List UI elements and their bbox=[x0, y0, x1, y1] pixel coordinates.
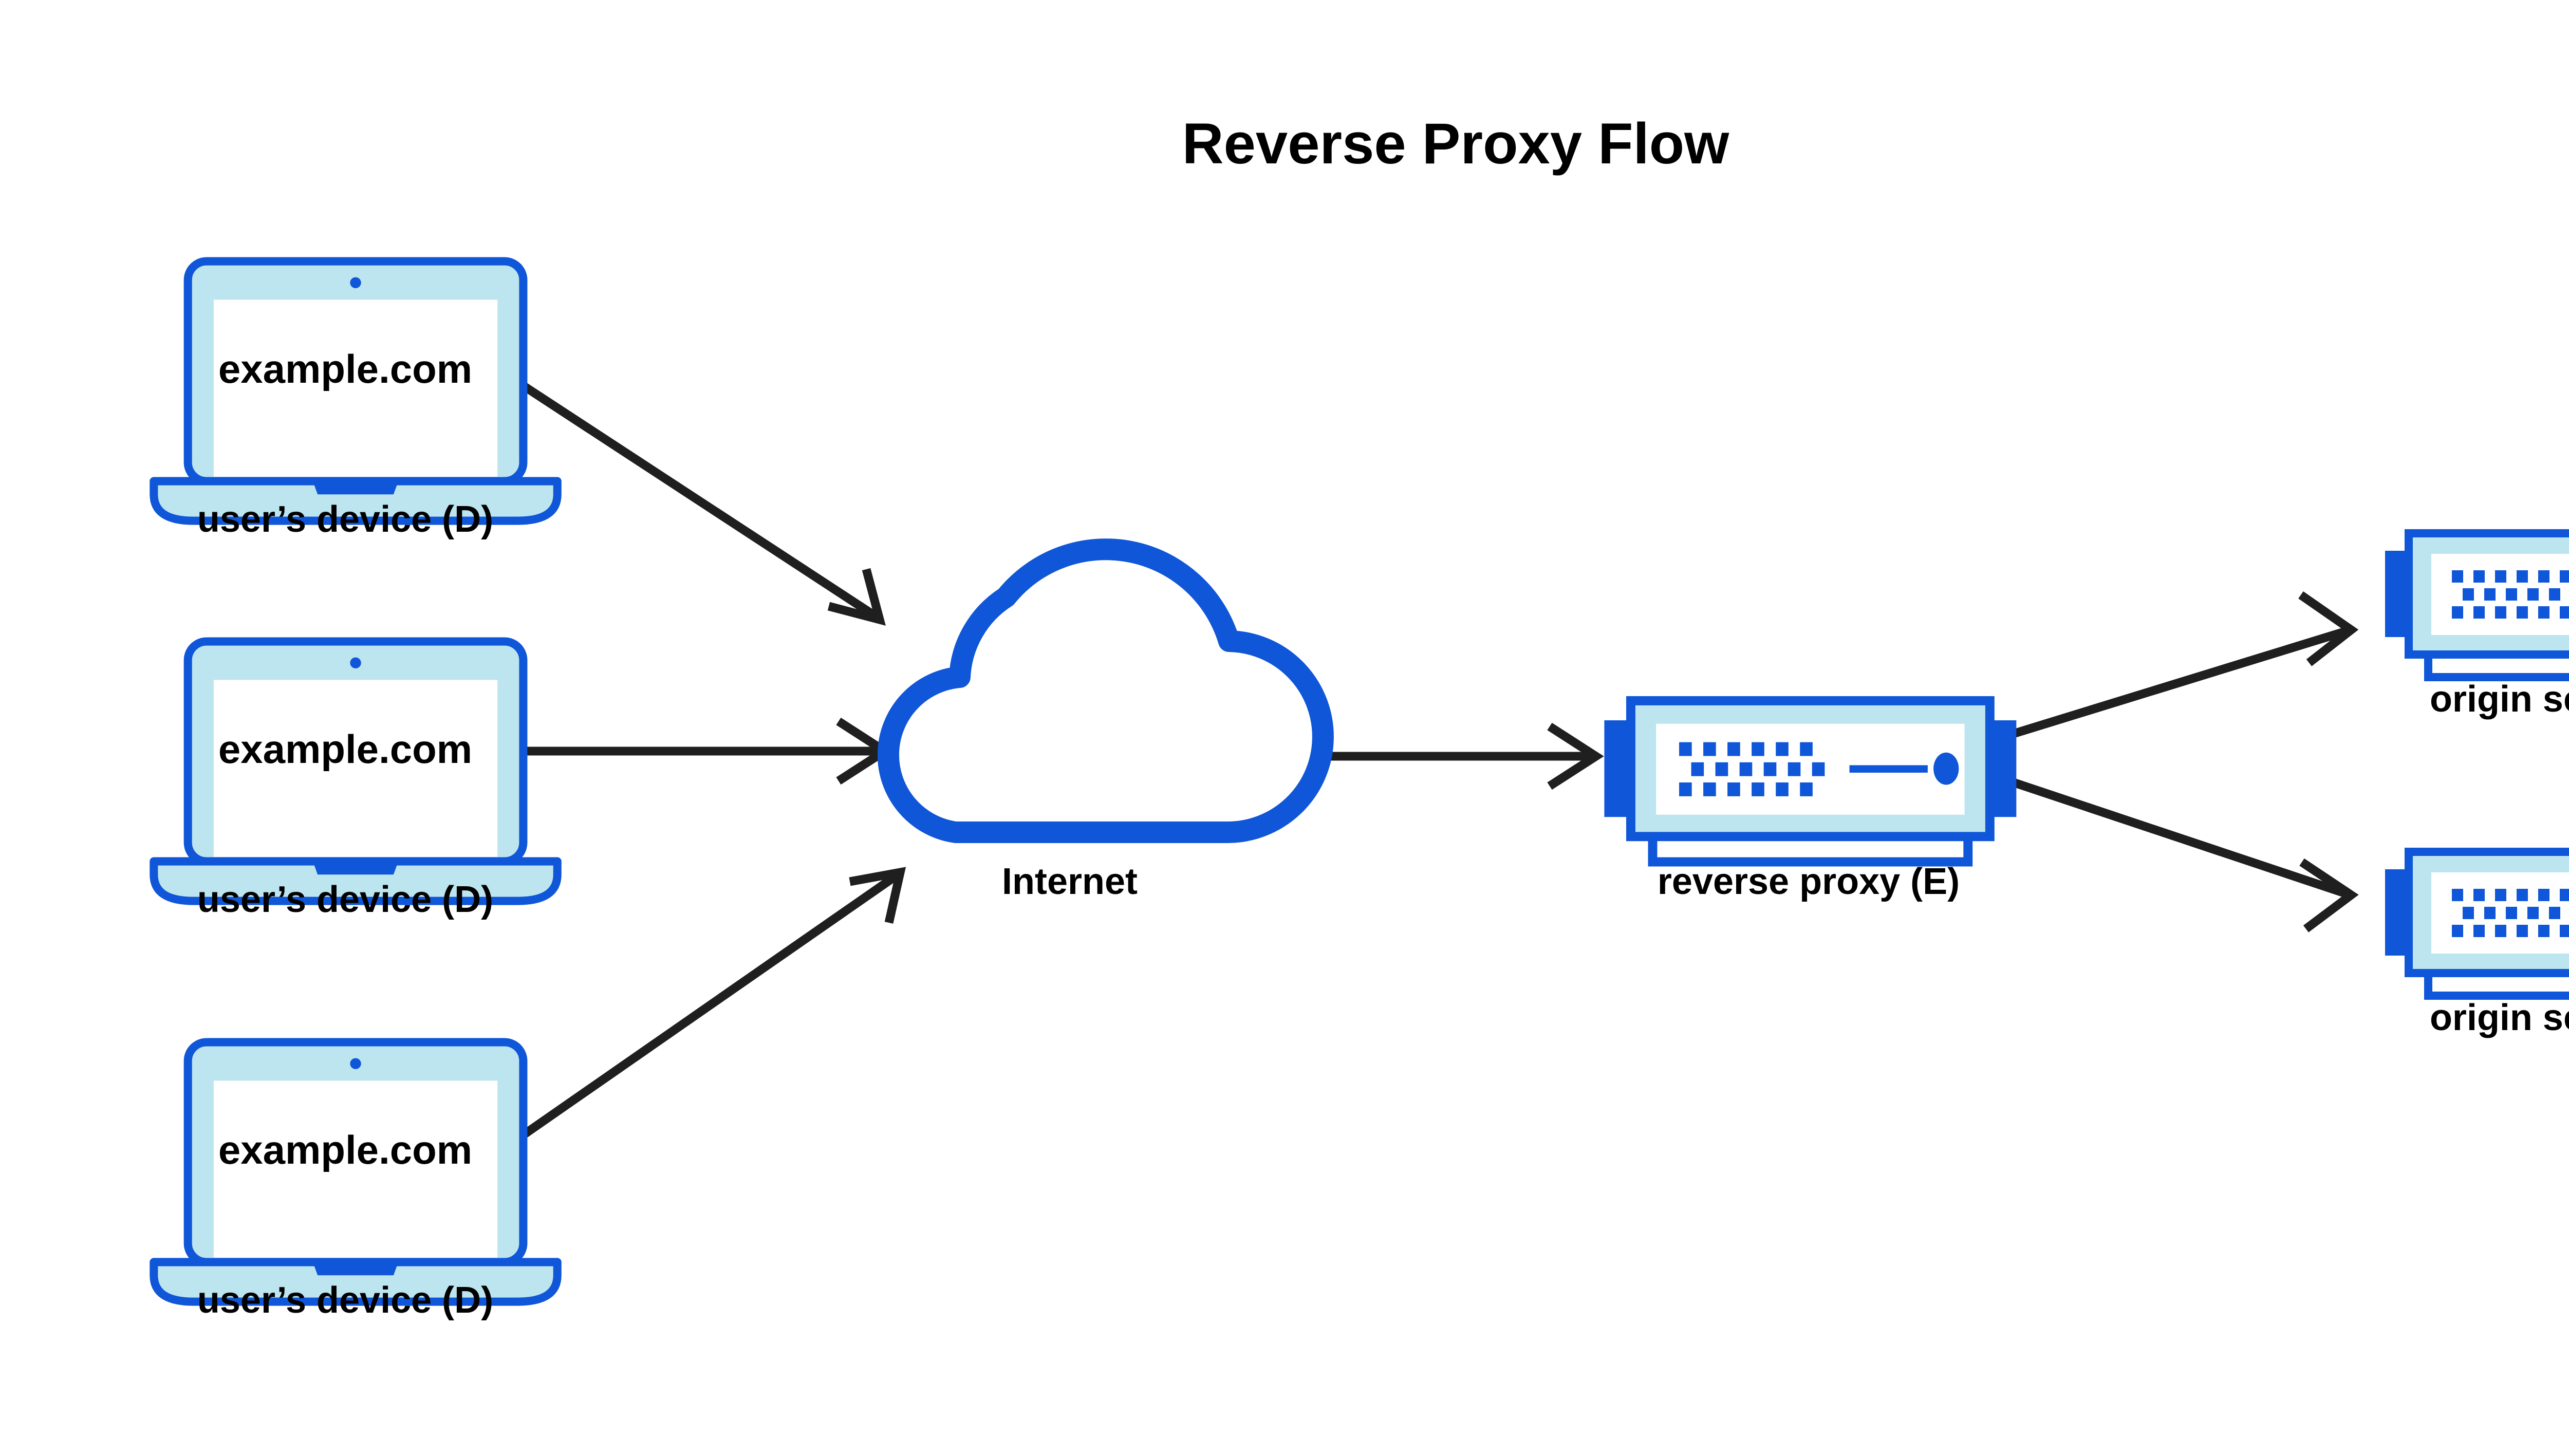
page-title: Reverse Proxy Flow bbox=[1182, 111, 1729, 176]
edge-reverse-proxy-to-origin-top bbox=[1992, 591, 2359, 744]
server-icon bbox=[2385, 852, 2569, 996]
reverse-proxy-label: reverse proxy (E) bbox=[1658, 861, 1960, 902]
node-reverse-proxy[interactable]: reverse proxy (E) bbox=[1604, 701, 2016, 902]
edge-device-top-to-internet bbox=[512, 376, 886, 626]
cloud-icon bbox=[877, 538, 1334, 844]
device-top-label: user’s device (D) bbox=[197, 499, 493, 540]
edge-device-bottom-to-internet bbox=[511, 867, 906, 1145]
device-top-screen-text: example.com bbox=[218, 346, 472, 391]
edge-device-middle-to-internet bbox=[506, 717, 893, 785]
node-device-middle[interactable]: example.com user’s device (D) bbox=[154, 642, 557, 920]
device-middle-screen-text: example.com bbox=[218, 726, 472, 772]
edges-layer bbox=[506, 376, 2359, 1145]
internet-label: Internet bbox=[1002, 861, 1138, 902]
origin-top-label: origin server (F) bbox=[2430, 679, 2569, 720]
server-icon bbox=[1604, 701, 2016, 862]
device-middle-label: user’s device (D) bbox=[197, 879, 493, 920]
device-bottom-screen-text: example.com bbox=[218, 1127, 472, 1172]
node-device-top[interactable]: example.com user’s device (D) bbox=[154, 262, 557, 540]
node-origin-bottom[interactable]: origin server (F) bbox=[2385, 852, 2569, 1038]
edge-reverse-proxy-to-origin-bottom bbox=[1992, 771, 2359, 932]
node-internet[interactable]: Internet bbox=[877, 538, 1334, 902]
device-bottom-label: user’s device (D) bbox=[197, 1280, 493, 1321]
node-device-bottom[interactable]: example.com user’s device (D) bbox=[154, 1042, 557, 1321]
origin-bottom-label: origin server (F) bbox=[2430, 997, 2569, 1038]
node-origin-top[interactable]: origin server (F) bbox=[2385, 533, 2569, 720]
server-icon bbox=[2385, 533, 2569, 677]
